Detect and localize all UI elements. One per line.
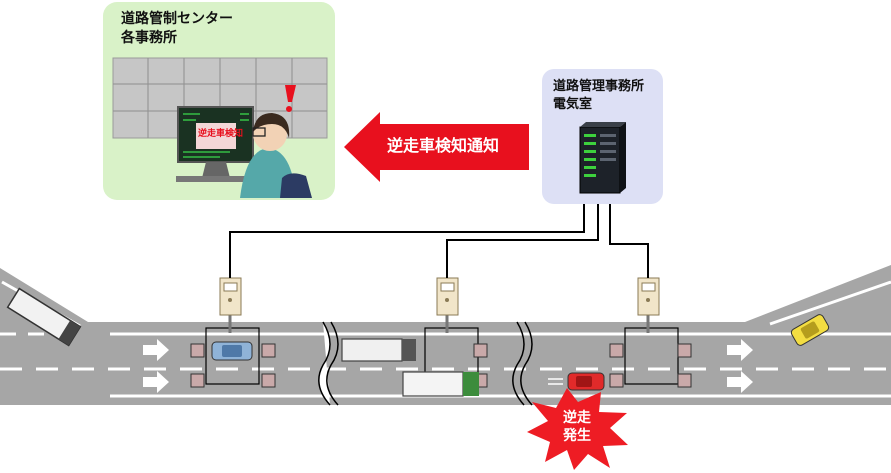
direction-arrow-icon [143,339,753,393]
road-break-right [512,321,533,406]
incident-label-line2: 発生 [563,428,591,444]
alert-icon [285,85,296,112]
explosion-icon [527,388,628,470]
electrical-room-title: 道路管理事務所 電気室 [553,78,644,114]
car-icon [548,372,605,391]
road-break-left [318,321,339,406]
notification-arrow [344,112,529,182]
electrical-room-title-line1: 道路管理事務所 [553,79,645,94]
sensor-icon [637,277,660,333]
sensor-icon [219,277,242,333]
control-center-title: 道路管制センター 各事務所 [121,10,233,48]
operator-icon [240,113,312,198]
control-center-title-line2: 各事務所 [121,30,177,46]
notification-label: 逆走車検知通知 [387,136,500,155]
car-icon [790,314,830,346]
cables [229,186,649,278]
truck-icon [402,371,479,397]
control-center-title-line1: 道路管制センター [121,11,233,27]
car-icon [211,341,253,361]
truck-icon [341,338,416,362]
server-icon [579,122,626,194]
detection-zone-1 [190,327,276,388]
incident-label: 逆走 発生 [563,409,591,445]
monitor-alert-text: 逆走車検知 [198,129,244,139]
incident-label-line1: 逆走 [563,410,591,426]
electrical-room-title-line2: 電気室 [553,97,593,112]
monitor [176,106,262,182]
truck-icon [6,287,82,347]
detection-zone-3 [609,327,692,388]
